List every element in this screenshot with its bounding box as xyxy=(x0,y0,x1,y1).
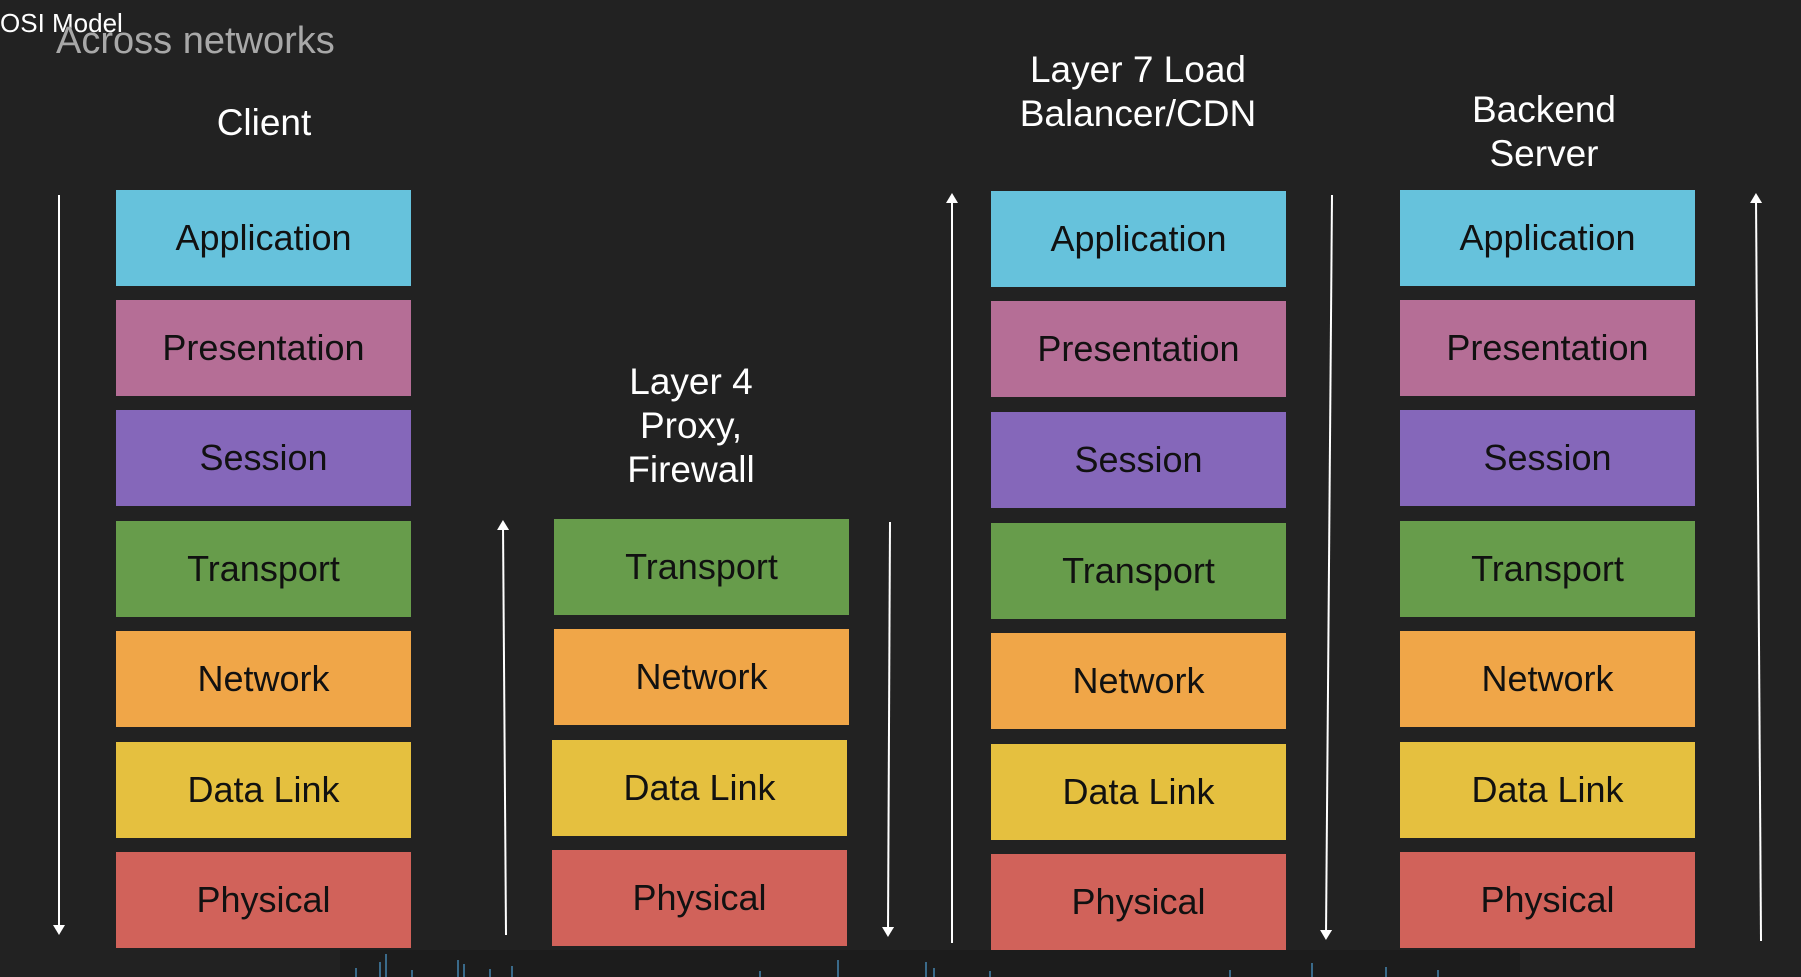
backend-layer-physical: Physical xyxy=(1400,852,1695,948)
client-layer-presentation: Presentation xyxy=(116,300,411,396)
l4-down-arrow xyxy=(882,521,895,937)
l7-layer-presentation: Presentation xyxy=(991,301,1286,397)
client-layer-network: Network xyxy=(116,631,411,727)
l7-layer-transport: Transport xyxy=(991,523,1286,619)
backend-layer-data-link: Data Link xyxy=(1400,742,1695,838)
l4-layer-data-link: Data Link xyxy=(552,740,847,836)
l7-layer-physical: Physical xyxy=(991,854,1286,950)
l4-layer-network: Network xyxy=(554,629,849,725)
client-layer-transport: Transport xyxy=(116,521,411,617)
backend-up-arrow xyxy=(1750,193,1763,942)
layer7-title: Layer 7 Load Balancer/CDN xyxy=(1019,49,1257,134)
client-layer-session: Session xyxy=(116,410,411,506)
window-title: OSI Model xyxy=(0,8,123,38)
l7-layer-data-link: Data Link xyxy=(991,744,1286,840)
l4-layer-physical: Physical xyxy=(552,850,847,946)
l7-down-arrow xyxy=(1320,194,1333,940)
client-layer-data-link: Data Link xyxy=(116,742,411,838)
backend-layer-network: Network xyxy=(1400,631,1695,727)
backend-layer-application: Application xyxy=(1400,190,1695,286)
backend-layer-presentation: Presentation xyxy=(1400,300,1695,396)
backend-layer-transport: Transport xyxy=(1400,521,1695,617)
backend-layer-session: Session xyxy=(1400,410,1695,506)
client-title: Client xyxy=(216,102,312,143)
l7-layer-network: Network xyxy=(991,633,1286,729)
audio-waveform xyxy=(340,950,1520,977)
client-layer-application: Application xyxy=(116,190,411,286)
slide-subtitle: Across networks xyxy=(56,20,335,62)
l4-layer-transport: Transport xyxy=(554,519,849,615)
backend-title: Backend Server xyxy=(1472,89,1616,174)
layer4-title: Layer 4 Proxy, Firewall xyxy=(627,361,755,490)
l7-layer-application: Application xyxy=(991,191,1286,287)
l7-layer-session: Session xyxy=(991,412,1286,508)
l4-up-arrow xyxy=(497,520,510,936)
client-layer-physical: Physical xyxy=(116,852,411,948)
